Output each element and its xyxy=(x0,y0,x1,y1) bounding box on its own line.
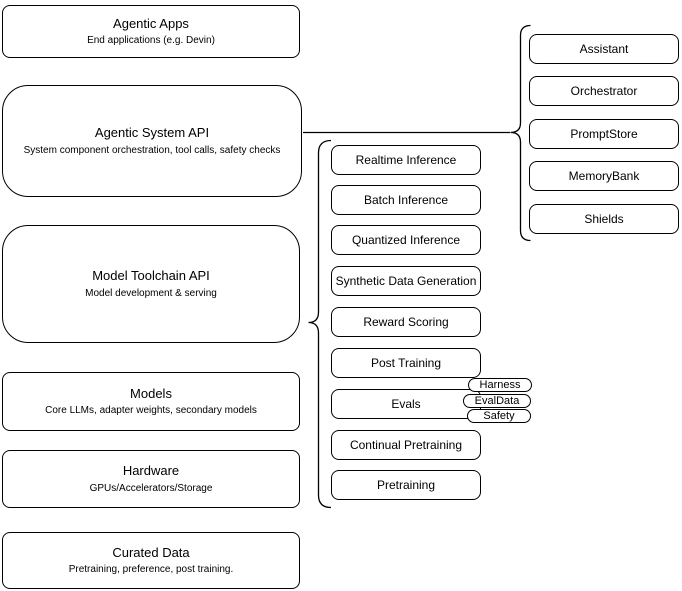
model-toolchain-api-title: Model Toolchain API xyxy=(92,268,210,284)
agentic-apps-title: Agentic Apps xyxy=(113,15,189,31)
models-title: Models xyxy=(130,385,172,401)
continual-pretraining-label: Continual Pretraining xyxy=(349,438,463,452)
hardware-subtitle: GPUs/Accelerators/Storage xyxy=(89,482,213,494)
realtime-inference-label: Realtime Inference xyxy=(355,153,457,167)
node-synthetic-data-generation: Synthetic Data Generation xyxy=(331,266,481,296)
agentic-system-api-title: Agentic System API xyxy=(94,125,210,141)
synthetic-data-generation-label: Synthetic Data Generation xyxy=(335,274,477,288)
node-batch-inference: Batch Inference xyxy=(331,185,481,215)
shields-label: Shields xyxy=(584,212,624,226)
post-training-label: Post Training xyxy=(370,356,442,370)
node-orchestrator: Orchestrator xyxy=(529,76,679,106)
node-continual-pretraining: Continual Pretraining xyxy=(331,430,481,460)
node-reward-scoring: Reward Scoring xyxy=(331,307,481,337)
node-curated-data: Curated Data Pretraining, preference, po… xyxy=(2,532,300,589)
toolchain-bracket xyxy=(308,139,332,509)
tag-safety: Safety xyxy=(467,409,531,423)
node-realtime-inference: Realtime Inference xyxy=(331,145,481,175)
quantized-inference-label: Quantized Inference xyxy=(351,233,461,247)
hardware-title: Hardware xyxy=(122,463,180,479)
node-evals: Evals xyxy=(331,389,481,419)
harness-label: Harness xyxy=(479,378,521,391)
pretraining-label: Pretraining xyxy=(376,478,436,492)
node-models: Models Core LLMs, adapter weights, secon… xyxy=(2,372,300,431)
reward-scoring-label: Reward Scoring xyxy=(363,315,449,329)
safety-label: Safety xyxy=(483,409,515,422)
node-post-training: Post Training xyxy=(331,348,481,378)
curated-data-subtitle: Pretraining, preference, post training. xyxy=(68,564,234,576)
memorybank-label: MemoryBank xyxy=(568,169,640,183)
node-pretraining: Pretraining xyxy=(331,470,481,500)
components-bracket xyxy=(510,24,531,242)
model-toolchain-api-subtitle: Model development & serving xyxy=(85,287,217,299)
tag-evaldata: EvalData xyxy=(463,394,531,408)
batch-inference-label: Batch Inference xyxy=(363,193,449,207)
node-shields: Shields xyxy=(529,204,679,234)
orchestrator-label: Orchestrator xyxy=(570,84,638,98)
node-agentic-apps: Agentic Apps End applications (e.g. Devi… xyxy=(2,5,300,58)
models-subtitle: Core LLMs, adapter weights, secondary mo… xyxy=(45,405,257,417)
assistant-label: Assistant xyxy=(579,42,629,56)
curated-data-title: Curated Data xyxy=(112,544,190,560)
node-quantized-inference: Quantized Inference xyxy=(331,225,481,255)
node-memorybank: MemoryBank xyxy=(529,161,679,191)
evaldata-label: EvalData xyxy=(474,394,520,407)
promptstore-label: PromptStore xyxy=(570,127,638,141)
tag-harness: Harness xyxy=(468,378,532,392)
evals-label: Evals xyxy=(391,397,421,411)
node-model-toolchain-api: Model Toolchain API Model development & … xyxy=(2,225,300,343)
node-assistant: Assistant xyxy=(529,34,679,64)
agentic-system-api-subtitle: System component orchestration, tool cal… xyxy=(23,144,281,156)
node-agentic-system-api: Agentic System API System component orch… xyxy=(2,85,302,197)
agentic-apps-subtitle: End applications (e.g. Devin) xyxy=(87,35,215,47)
node-promptstore: PromptStore xyxy=(529,119,679,149)
node-hardware: Hardware GPUs/Accelerators/Storage xyxy=(2,450,300,508)
